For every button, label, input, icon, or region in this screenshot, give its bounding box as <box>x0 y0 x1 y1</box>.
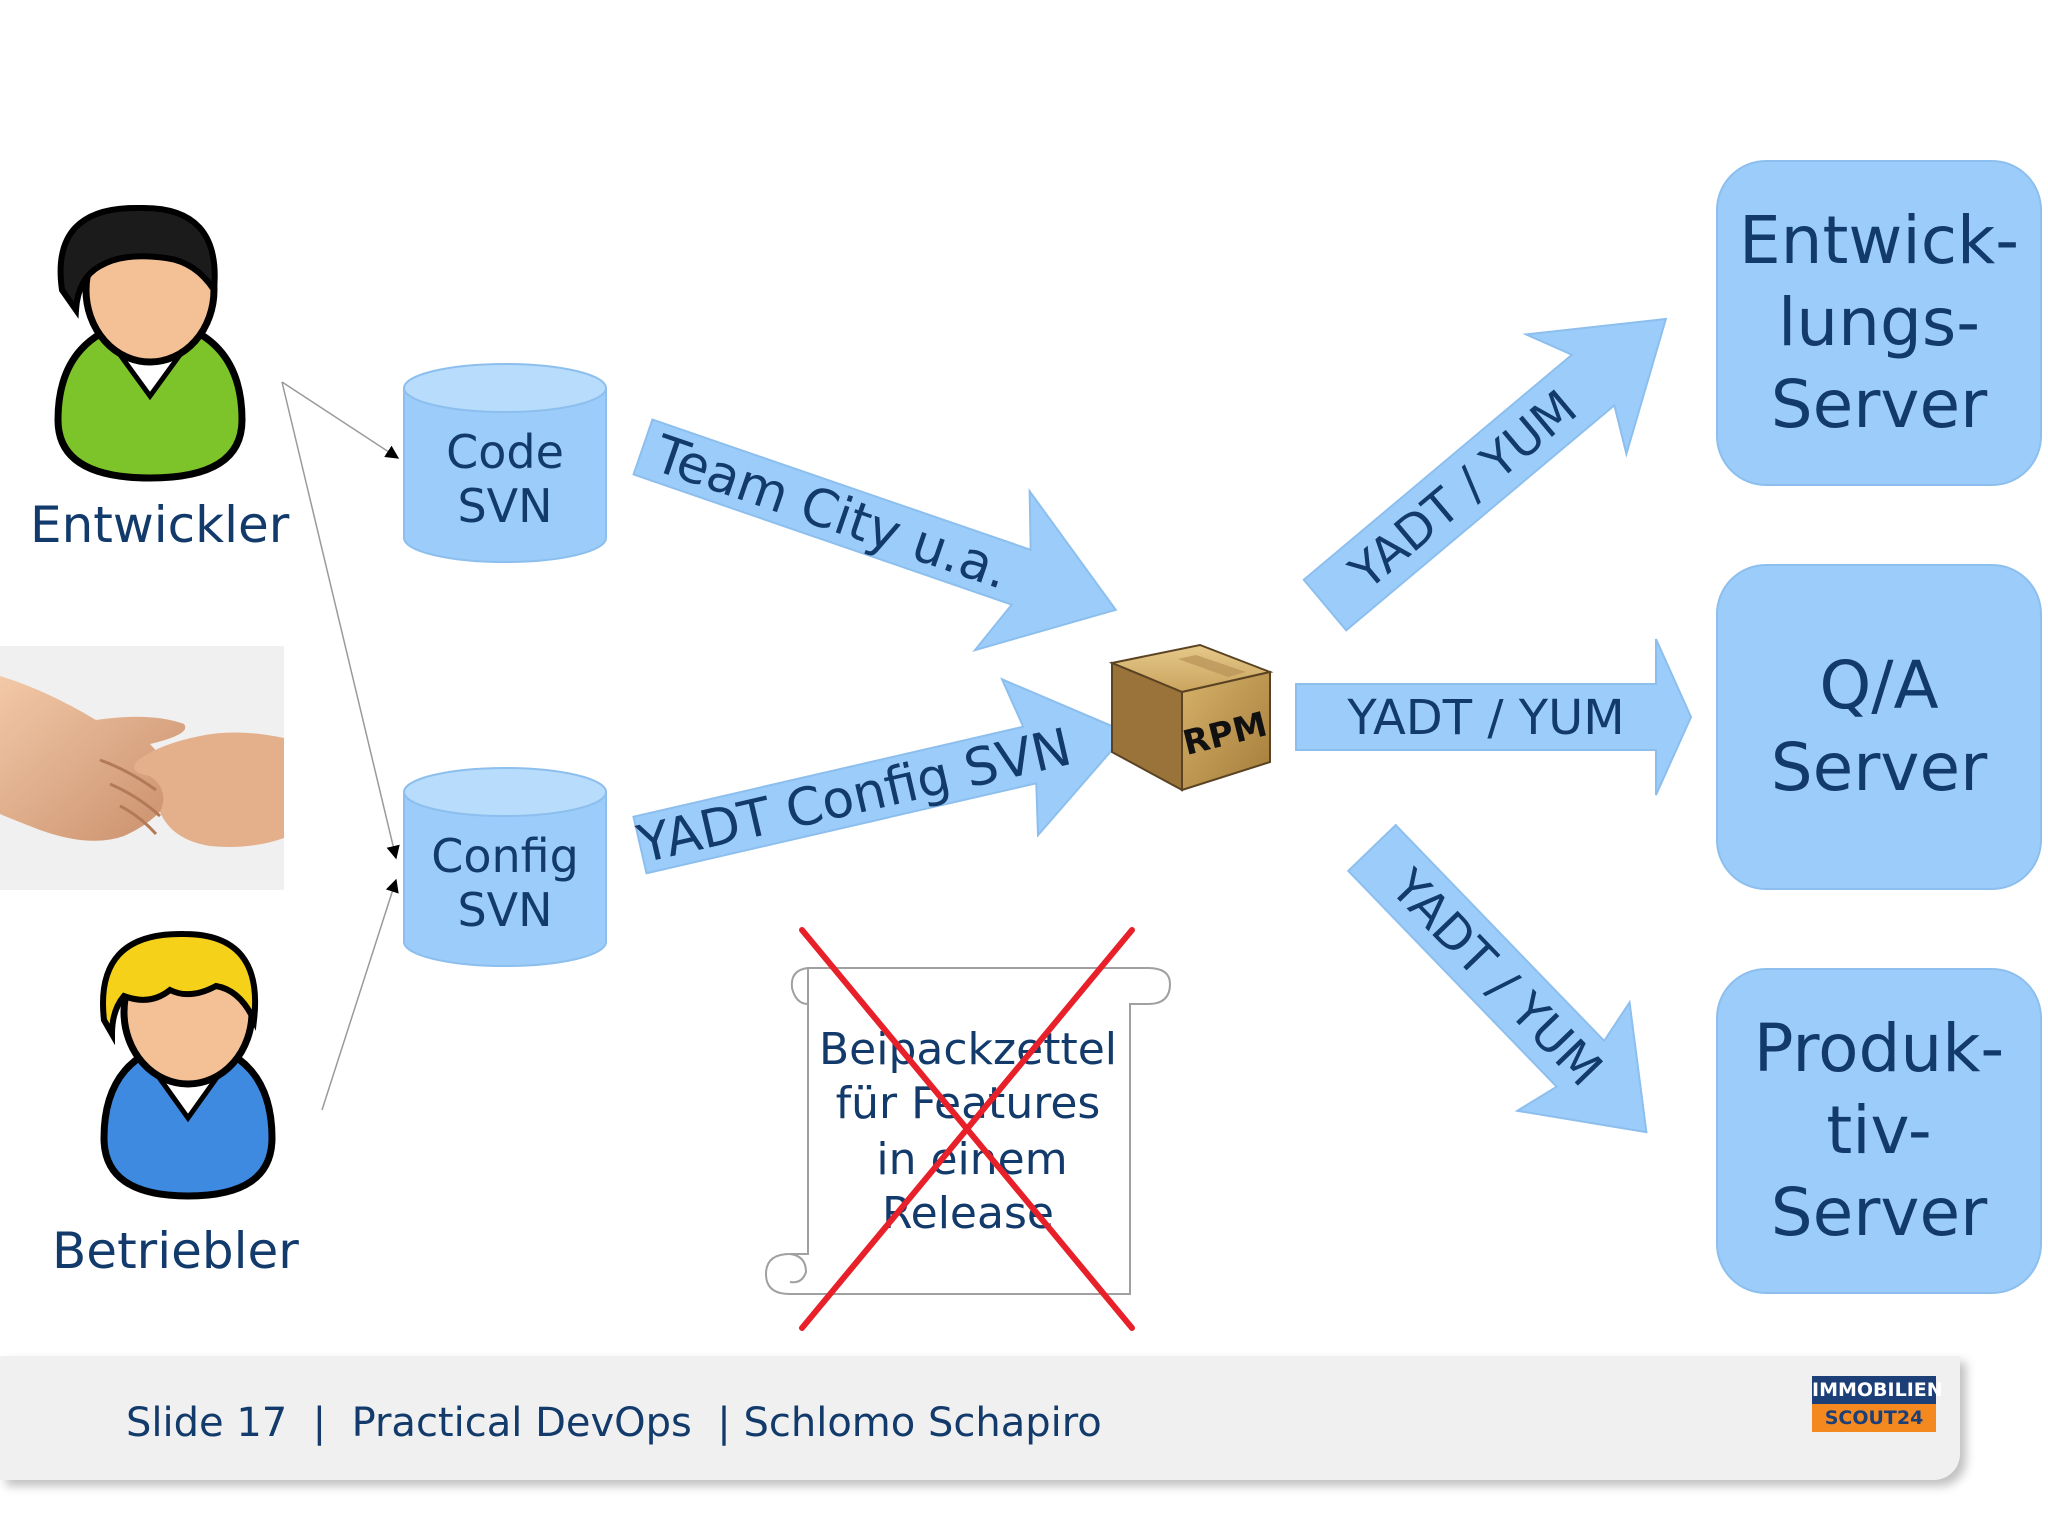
release-note-line4: Release <box>882 1188 1054 1239</box>
yadt-prod-arrow: YADT / YUM <box>1346 823 1648 1134</box>
prod-server-line1: Produk- <box>1753 1010 2005 1087</box>
config-svn-label-line1: Config <box>431 829 579 883</box>
dev-server-line3: Server <box>1770 366 1988 443</box>
code-svn-label-line1: Code <box>446 425 564 479</box>
handshake-photo <box>0 646 284 890</box>
release-note-line2: für Features <box>836 1078 1101 1129</box>
config-svn-label-line2: SVN <box>457 883 552 937</box>
developer-icon <box>54 204 246 482</box>
dev-server-line1: Entwick- <box>1738 202 2020 279</box>
dev-server-box: Entwick- lungs- Server <box>1716 160 2042 486</box>
qa-server-box: Q/A Server <box>1716 564 2042 890</box>
prod-server-line2: tiv- <box>1826 1092 1932 1169</box>
immobilienscout24-logo: IMMOBILIEN SCOUT24 <box>1812 1376 1943 1432</box>
footer-bar <box>0 1356 1960 1480</box>
prod-server-box: Produk- tiv- Server <box>1716 968 2042 1294</box>
developer-to-code-line <box>281 381 400 459</box>
yadt-qa-arrow: YADT / YUM <box>1295 638 1693 796</box>
code-svn-cylinder: Code SVN <box>403 363 607 563</box>
yadt-qa-arrow-label: YADT / YUM <box>1346 690 1624 746</box>
prod-server-line3: Server <box>1770 1174 1988 1251</box>
dev-server-line2: lungs- <box>1777 284 1981 361</box>
operator-icon <box>100 930 276 1200</box>
release-note-line3: in einem <box>876 1134 1067 1185</box>
code-svn-label-line2: SVN <box>457 479 552 533</box>
team-city-arrow-label: Team City u.a. <box>646 424 1017 602</box>
developer-label: Entwickler <box>30 496 290 554</box>
connector-lines <box>281 381 400 1111</box>
qa-server-line2: Server <box>1770 729 1988 806</box>
red-cross-mark <box>799 927 1135 1331</box>
yadt-dev-arrow: YADT / YUM <box>1302 317 1668 632</box>
yadt-dev-arrow-label: YADT / YUM <box>1339 380 1588 602</box>
config-svn-cylinder: Config SVN <box>403 767 607 967</box>
qa-server-line1: Q/A <box>1819 647 1939 724</box>
developer-to-config-line <box>281 381 400 860</box>
operator-label: Betriebler <box>52 1222 299 1280</box>
yadt-prod-arrow-label: YADT / YUM <box>1379 858 1613 1097</box>
logo-line1: IMMOBILIEN <box>1812 1376 1943 1404</box>
release-note-line1: Beipackzettel <box>819 1024 1117 1075</box>
team-city-arrow: Team City u.a. <box>632 418 1118 652</box>
yadt-config-arrow: YADT Config SVN <box>631 677 1129 876</box>
rpm-package-icon: RPM <box>1108 643 1274 792</box>
logo-line2: SCOUT24 <box>1812 1404 1936 1432</box>
yadt-config-arrow-label: YADT Config SVN <box>631 717 1077 875</box>
footer-text: Slide 17 | Practical DevOps | Schlomo Sc… <box>126 1400 1102 1446</box>
operator-to-config-line <box>321 878 399 1111</box>
